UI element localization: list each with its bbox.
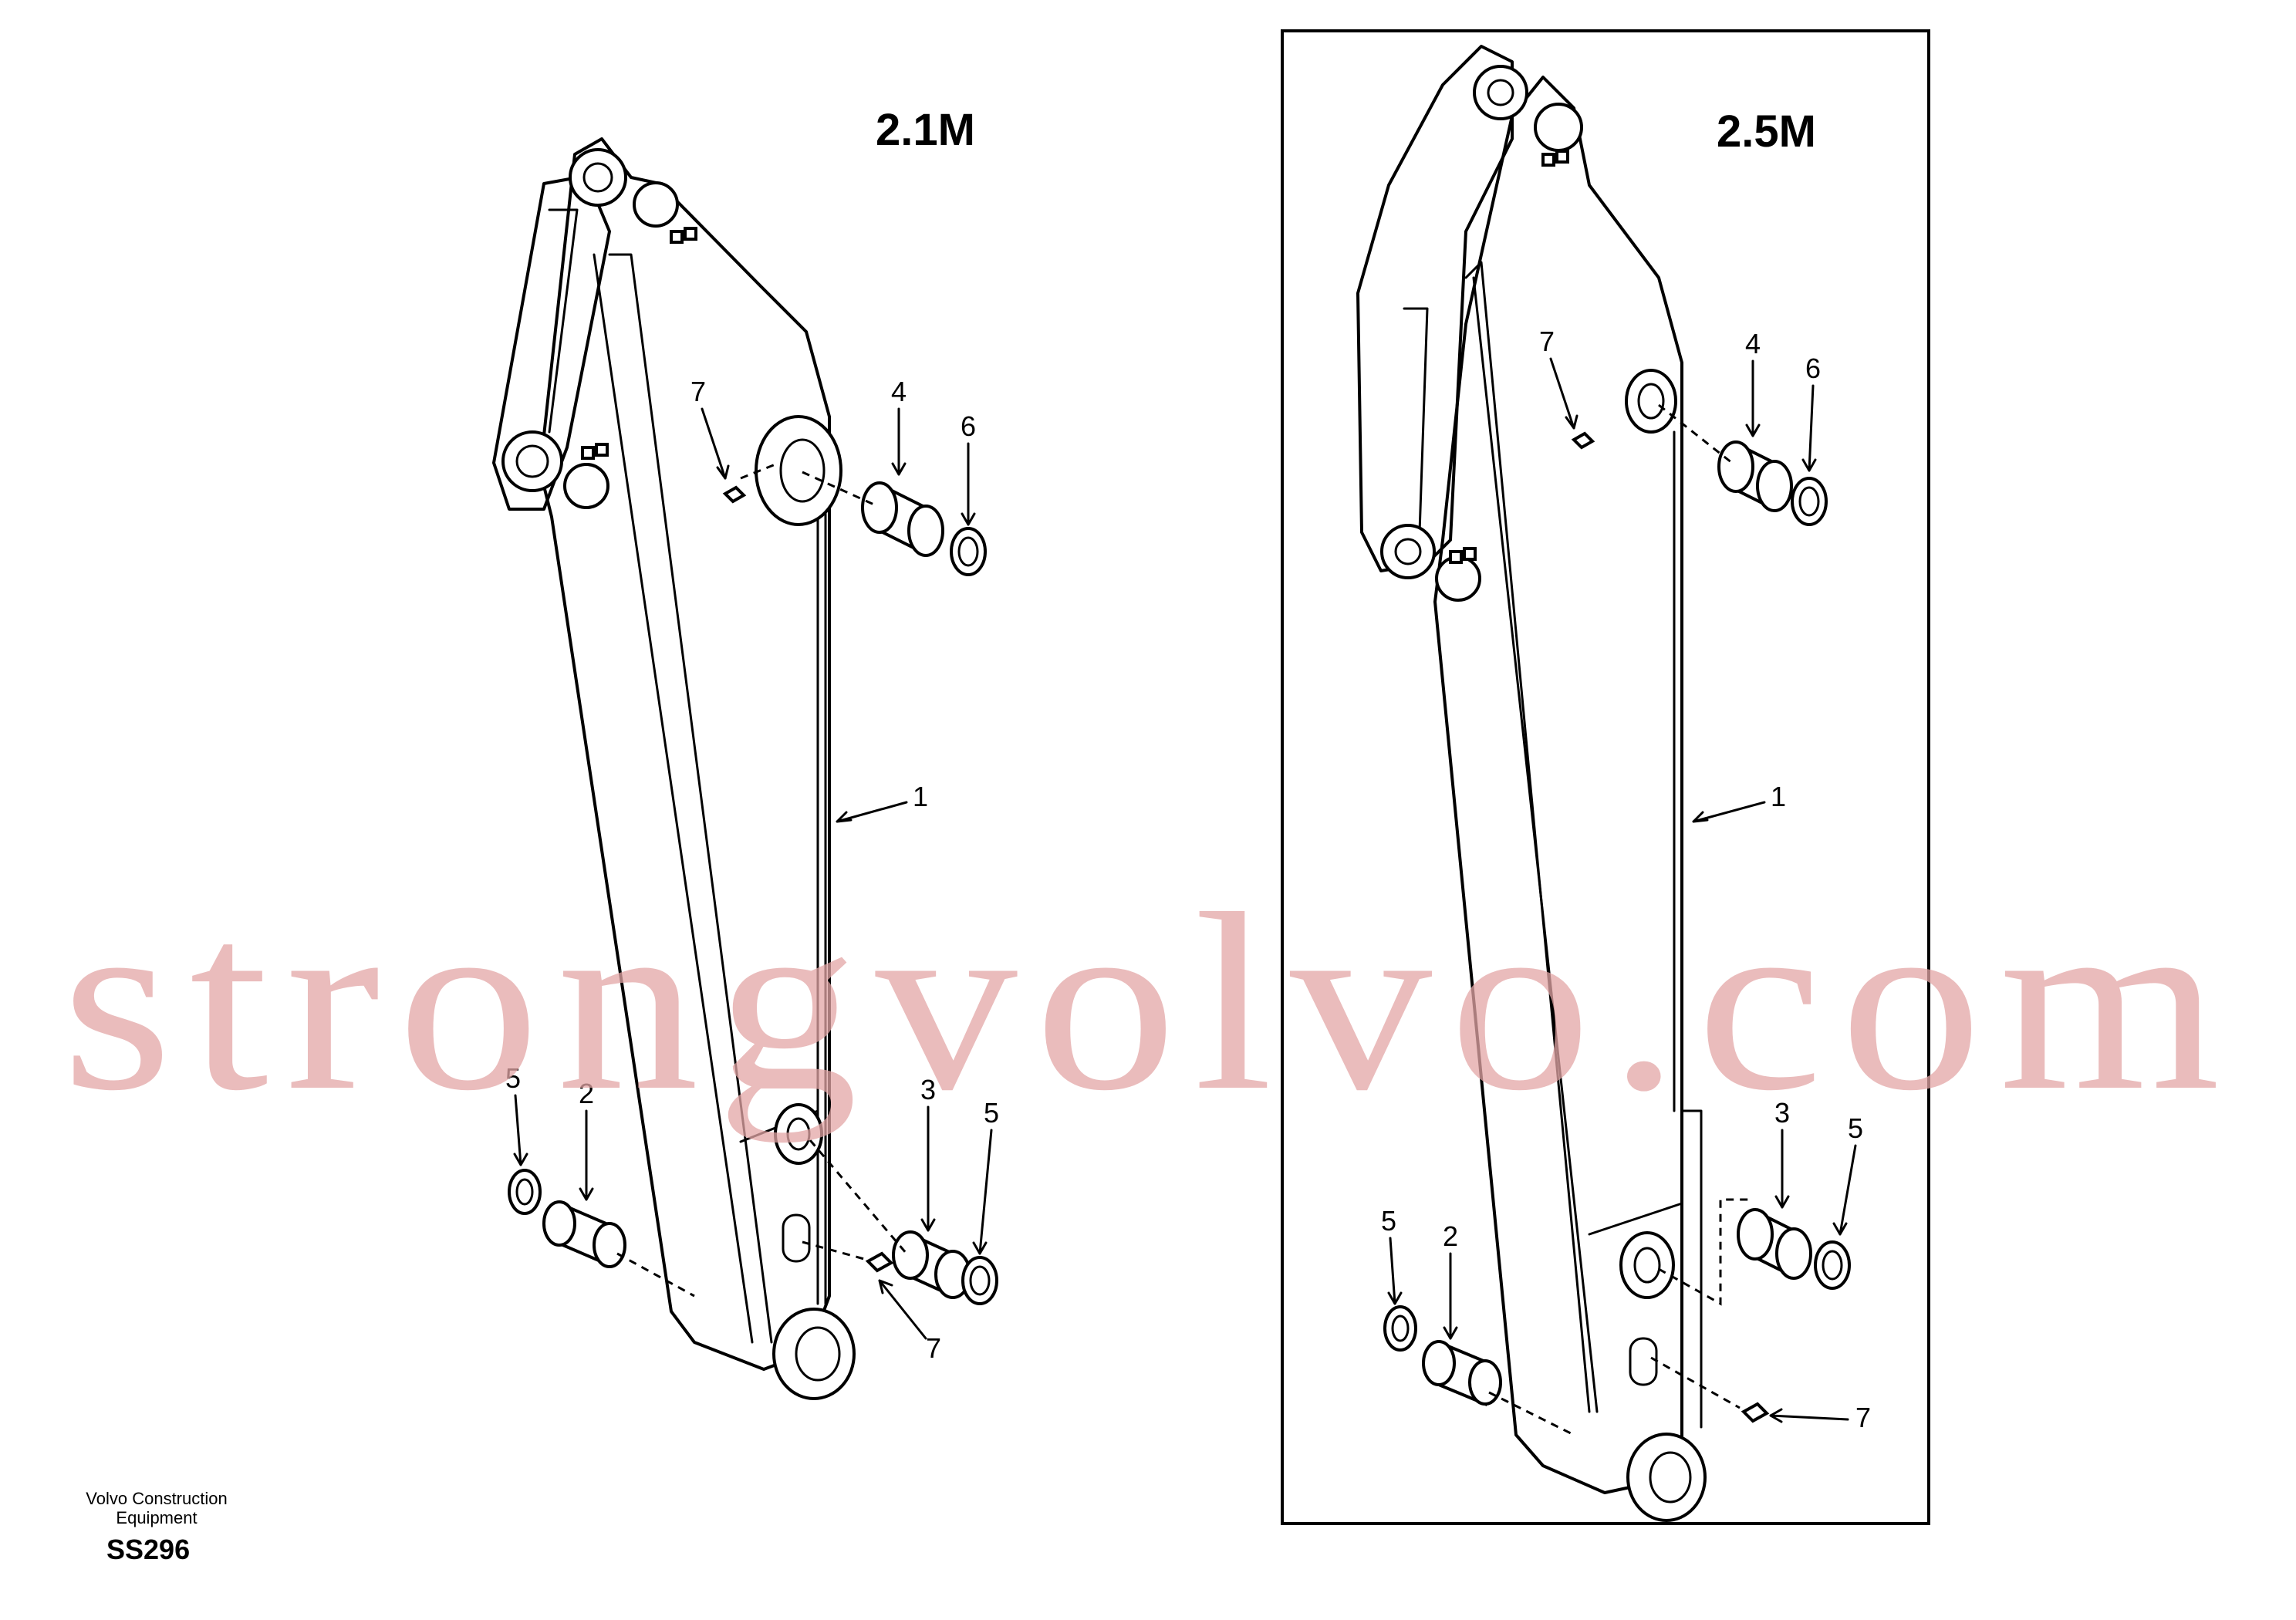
callout-6: 6 — [961, 410, 976, 442]
figure-code: SS296 — [106, 1534, 191, 1565]
callout-6: 6 — [1805, 353, 1821, 384]
callout-5: 5 — [1381, 1205, 1396, 1237]
callout-4: 4 — [1745, 328, 1761, 359]
variant-label-2-5m: 2.5M — [1717, 106, 1816, 157]
callout-5: 5 — [984, 1097, 999, 1129]
callout-7: 7 — [1539, 326, 1555, 357]
callout-2: 2 — [579, 1078, 594, 1109]
callout-5: 5 — [505, 1062, 521, 1094]
footer-company-line1: Volvo Construction — [86, 1489, 228, 1508]
arm-assembly-2-5m — [1356, 45, 1707, 1522]
callout-7: 7 — [1855, 1402, 1871, 1433]
variant-label-2-1m: 2.1M — [876, 105, 975, 155]
arm-assembly-2-1m — [492, 137, 856, 1400]
callout-1: 1 — [913, 781, 928, 812]
callouts-2-5m: 1 7 4 6 3 5 5 2 7 — [1381, 326, 1871, 1433]
callout-7: 7 — [690, 376, 706, 407]
callout-4: 4 — [891, 376, 907, 407]
exploded-parts-2-1m — [508, 461, 998, 1305]
variant-frame-2-5m — [1281, 29, 1930, 1525]
callout-1: 1 — [1771, 781, 1786, 812]
callout-3: 3 — [920, 1074, 936, 1105]
footer-company-line2: Equipment — [116, 1508, 198, 1527]
callout-2: 2 — [1443, 1220, 1458, 1252]
callouts-2-1m: 1 7 4 6 5 2 3 5 7 — [505, 376, 999, 1364]
watermark: strongvolvo.com — [62, 862, 2237, 1143]
callout-3: 3 — [1774, 1097, 1790, 1129]
callout-7: 7 — [926, 1332, 941, 1364]
exploded-parts-2-5m — [1383, 403, 1851, 1436]
callout-5: 5 — [1848, 1112, 1863, 1144]
